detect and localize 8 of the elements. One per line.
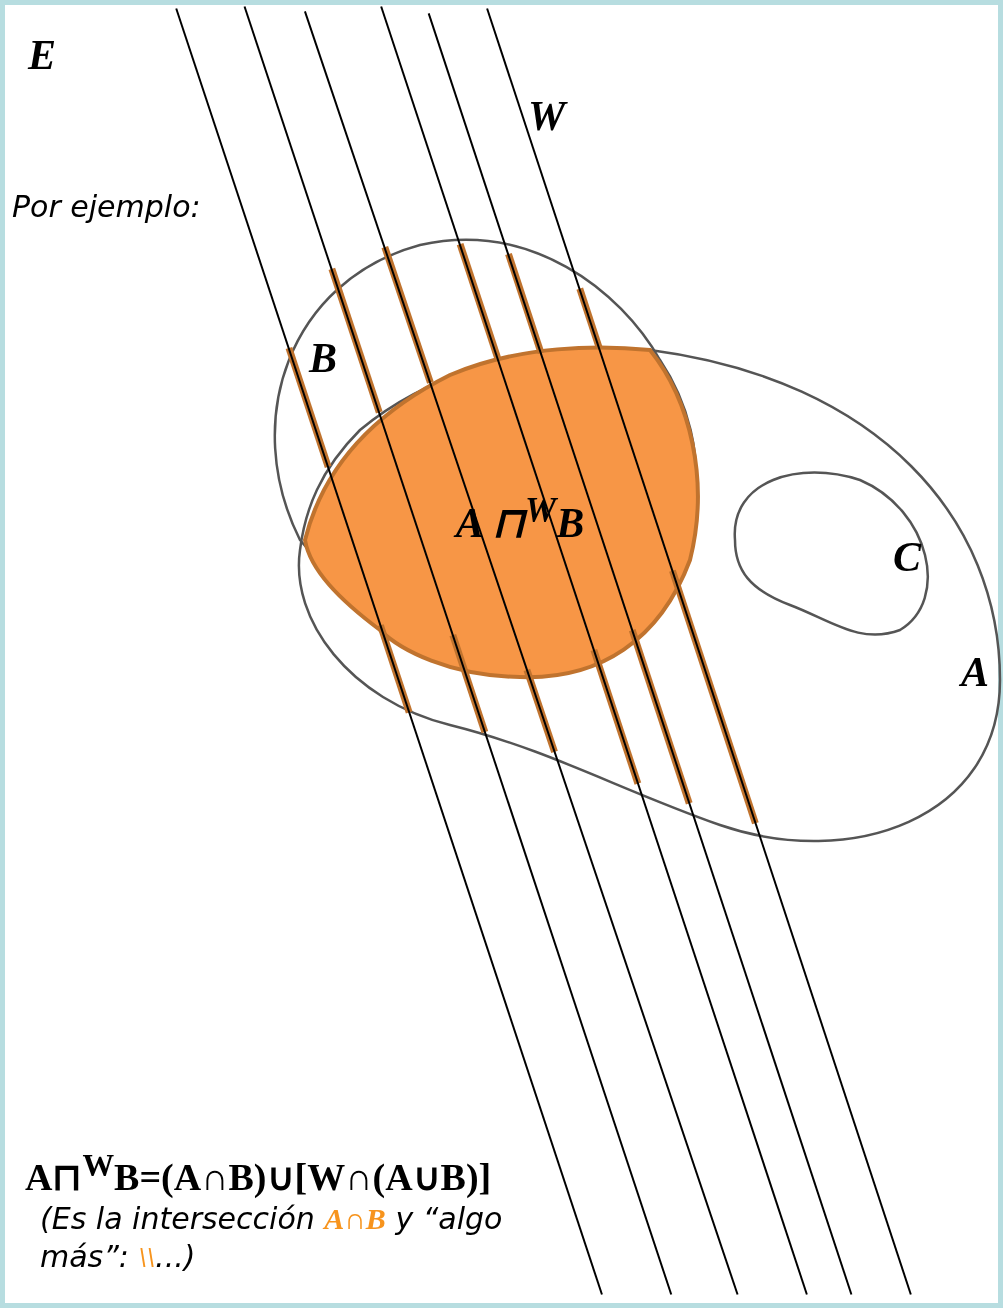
set-label: W (528, 95, 566, 137)
set-label: B (309, 337, 337, 379)
formula-text: A⊓$^{W}$B=(A∩B)∪[W∩(A∪B)] (25, 1148, 492, 1199)
note-text: (Es la intersección A∩B y “algo más”: \\...) (40, 1200, 504, 1275)
note-text: Por ejemplo: (12, 188, 201, 226)
set-label: E (28, 34, 56, 76)
set-label: A (961, 651, 989, 693)
set-label: C (893, 536, 921, 578)
